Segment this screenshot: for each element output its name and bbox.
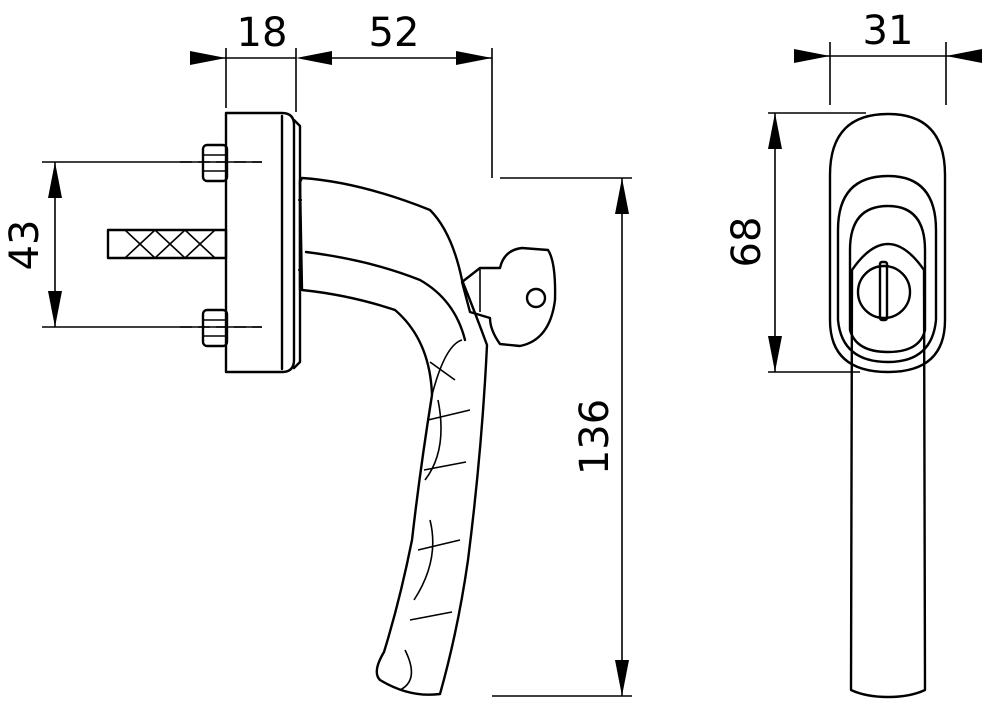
grip-ridges [399, 339, 471, 691]
dimension-31: 31 [794, 8, 982, 105]
handle-outline [298, 176, 489, 696]
dimension-52: 52 [332, 10, 493, 178]
key-icon [460, 246, 557, 348]
dimension-18-label: 18 [237, 10, 288, 56]
front-view [828, 112, 947, 699]
square-spindle [106, 228, 228, 260]
dimension-136-label: 136 [572, 399, 618, 475]
side-view [106, 111, 557, 696]
front-rosette [828, 112, 947, 374]
screw-bottom [201, 308, 229, 348]
dimension-52-label: 52 [369, 10, 420, 56]
dimension-68: 68 [724, 112, 866, 373]
screw-top [201, 143, 229, 183]
dimension-18: 18 [190, 10, 332, 112]
key-slot-icon [878, 260, 889, 322]
dimension-68-label: 68 [724, 217, 770, 268]
dimension-43: 43 [2, 161, 262, 328]
dimension-43-label: 43 [2, 220, 48, 271]
dimension-136: 136 [492, 177, 632, 697]
front-handle [849, 243, 927, 699]
key-cylinder-front [856, 264, 912, 320]
dimension-31-label: 31 [863, 8, 914, 54]
rosette-base [224, 111, 296, 374]
spindle-hatch [124, 229, 216, 259]
